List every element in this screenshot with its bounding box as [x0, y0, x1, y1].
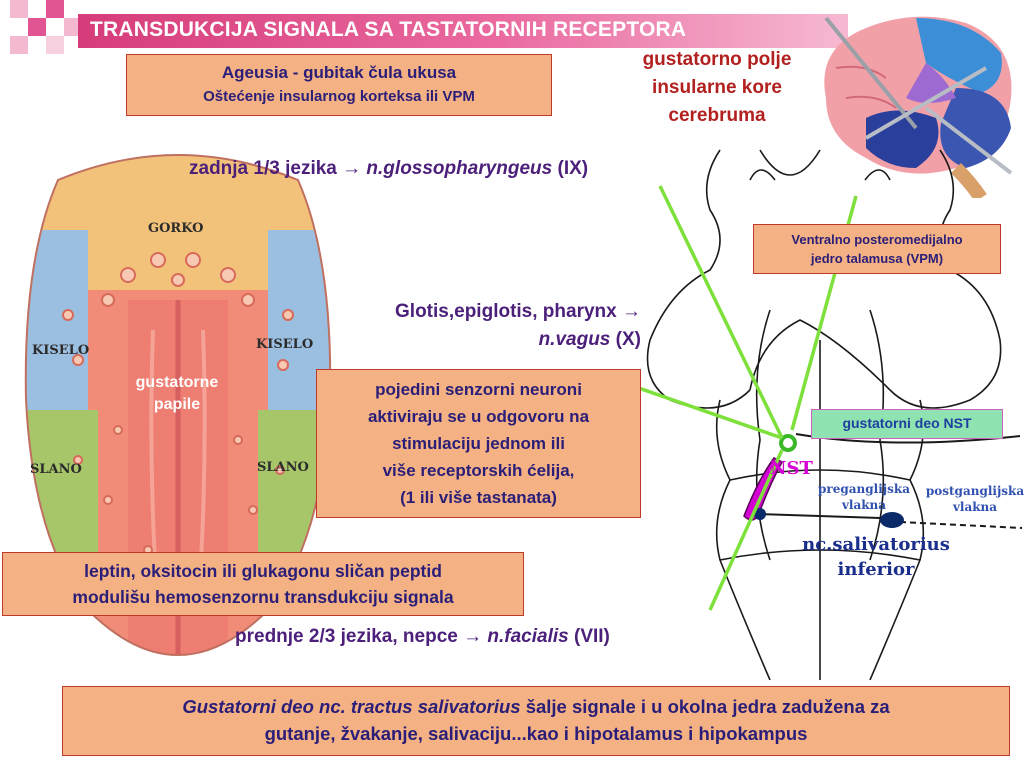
nst-label: NST — [770, 458, 813, 479]
title-bar — [78, 14, 848, 48]
facial-nerve-label: prednje 2/3 jezika, nepce → n.facialis (… — [235, 626, 610, 647]
slide-title: TRANSDUKCIJA SIGNALA SA TASTATORNIH RECE… — [90, 18, 687, 41]
gustatory-nst-box: gustatorni deo NST — [811, 409, 1003, 439]
ageusia-box: Ageusia - gubitak čula ukusa Oštećenje i… — [126, 54, 552, 116]
taste-salty-right-label: SLANO — [257, 460, 309, 475]
nucleus-salivatorius-label: nc.salivatorius inferior — [802, 534, 950, 580]
glossopharyngeal-label: zadnja 1/3 jezika → n.glossopharyngeus (… — [189, 158, 589, 179]
taste-salty-left-label: SLANO — [30, 462, 82, 477]
leptin-box: leptin, oksitocin ili glukagonu sličan p… — [2, 552, 524, 616]
postganglionic-label: postganglijska vlakna — [925, 484, 1024, 514]
taste-sour-left-label: KISELO — [32, 343, 90, 358]
papillae-label: gustatorne papile — [135, 374, 219, 413]
taste-sour-right-label: KISELO — [256, 337, 314, 352]
vagus-label: Glotis,epiglotis, pharynx → n.vagus (X) — [395, 301, 641, 350]
taste-bitter-label: GORKO — [148, 221, 204, 236]
cortex-label: gustatorno polje insularne kore cerebrum… — [642, 49, 792, 126]
preganglionic-label: preganglijska vlakna — [818, 482, 910, 512]
brain-illustration — [824, 16, 1013, 198]
neuron-activation-box: pojedini senzorni neuroni aktiviraju se … — [316, 369, 641, 518]
vpm-box: Ventralno posteromedijalno jedro talamus… — [753, 224, 1001, 274]
salivatorius-summary-box: Gustatorni deo nc. tractus salivatorius … — [62, 686, 1010, 756]
